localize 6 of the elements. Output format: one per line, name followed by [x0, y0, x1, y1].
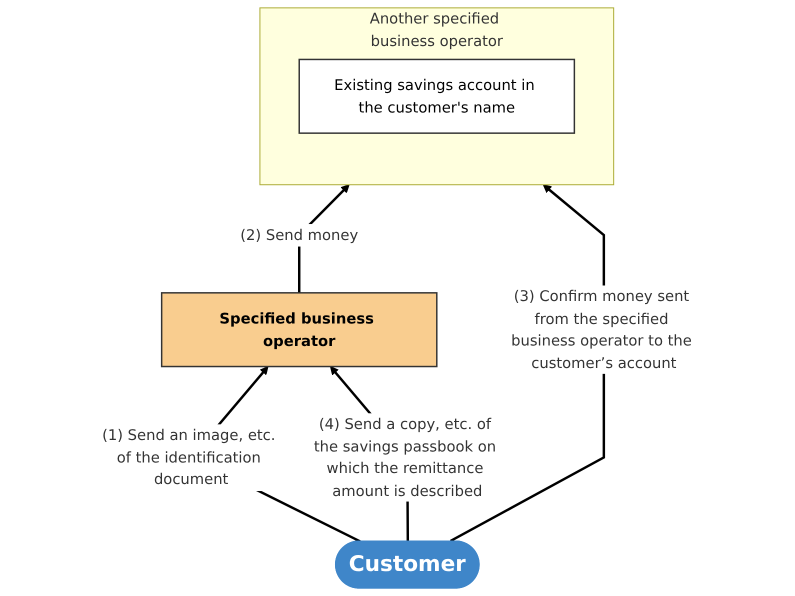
node-box: Existing savings account in the customer's name	[298, 58, 576, 134]
edge-label: (1) Send an image, etc. of the identification document	[102, 426, 276, 488]
node-box: Specified business operator	[160, 292, 438, 368]
edge-label: (3) Confirm money sent from the specified business operator to the customer’s account	[511, 287, 692, 372]
edge-label: (4) Send a copy, etc. of the savings passbook on which the remittance amount is described	[314, 415, 496, 500]
edge-label: (2) Send money	[240, 226, 358, 244]
